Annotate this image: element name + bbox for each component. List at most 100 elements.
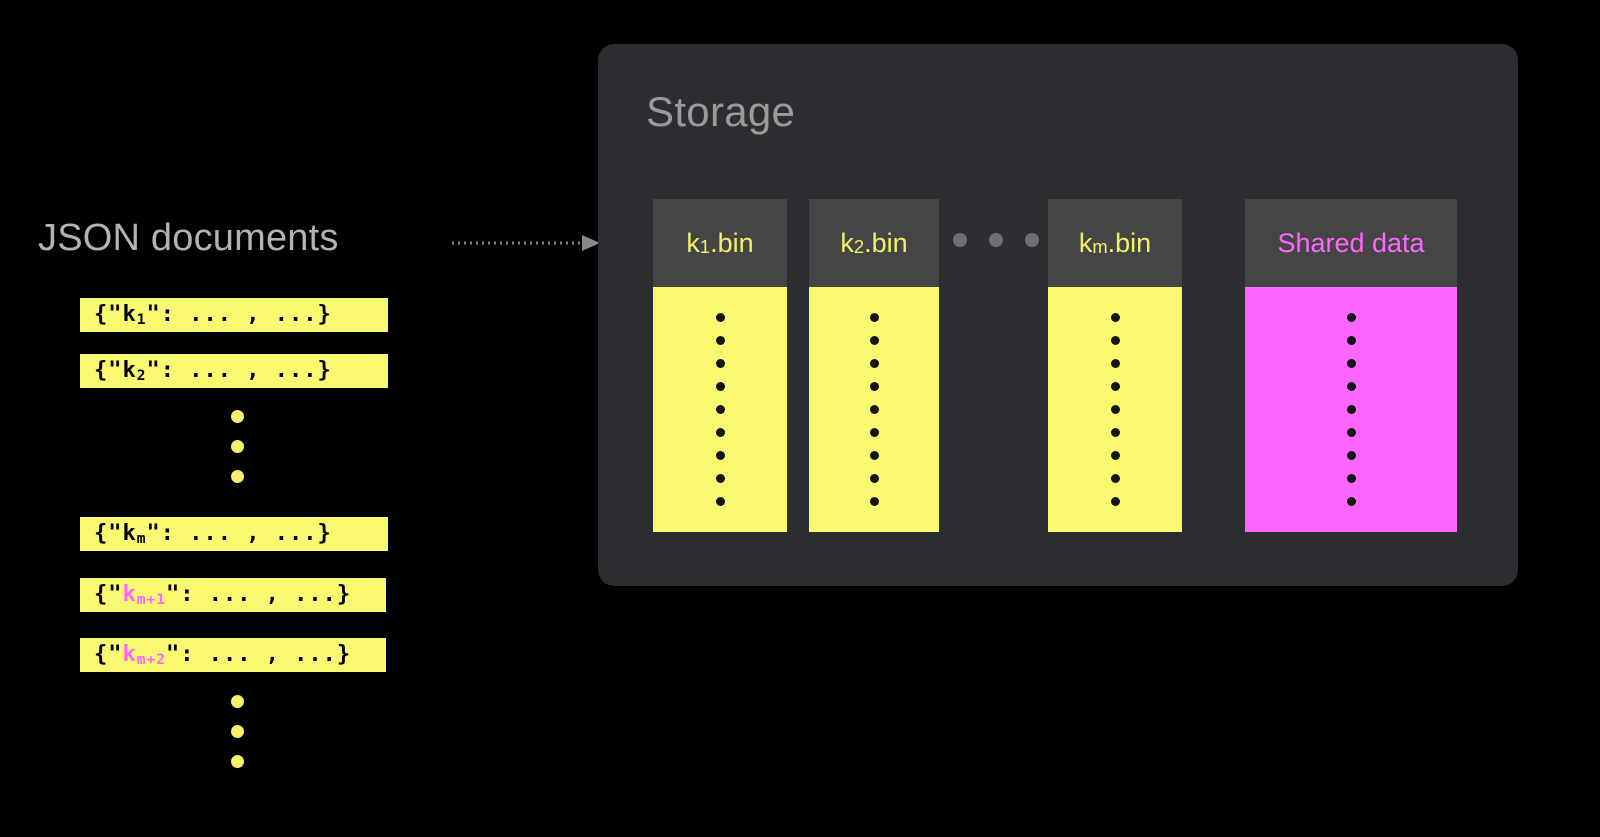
bin-content-dot [1110, 313, 1120, 322]
bin-content-dot [1110, 336, 1120, 345]
bin-content-dot [1110, 382, 1120, 391]
bin-label-key: k [686, 227, 700, 258]
doc-value-ellipsis: ": ... , ...} [165, 642, 352, 667]
doc-key-subscript: 2 [136, 368, 147, 385]
json-document-bar: {"km": ... , ...} [80, 517, 388, 551]
doc-value-ellipsis: ": ... , ...} [165, 582, 352, 607]
bin-content-dot [1346, 359, 1356, 368]
doc-value-ellipsis: ": ... , ...} [146, 302, 332, 327]
json-documents-label: JSON documents [38, 217, 339, 259]
bin-content-dot [715, 497, 725, 506]
bin-label-key: k [840, 227, 854, 258]
bin-content-dot [1346, 382, 1356, 391]
bin-content-dot [869, 428, 879, 437]
bin-content-dot [869, 382, 879, 391]
doc-value-ellipsis: ": ... , ...} [146, 358, 332, 383]
bin-label-extension: .bin [710, 227, 754, 258]
bin-content-dot [1110, 405, 1120, 414]
bin-label-extension: .bin [1107, 227, 1152, 258]
bins-ellipsis-dots [953, 233, 1039, 247]
bin-content-dot [715, 474, 725, 483]
bin-content-dot [715, 336, 725, 345]
bin-content-dot [1110, 359, 1120, 368]
bin-content-dot [1346, 474, 1356, 483]
storage-bin-body [809, 287, 939, 532]
bin-content-dot [715, 382, 725, 391]
doc-brace-open: {" [94, 302, 123, 327]
bin-content-dot [715, 451, 725, 460]
documents-ellipsis-dots [231, 695, 244, 768]
bin-content-dot [1346, 428, 1356, 437]
bin-content-dot [1346, 497, 1356, 506]
documents-ellipsis-dots [231, 410, 244, 483]
storage-bin-body [1245, 287, 1457, 532]
doc-brace-open: {" [94, 642, 123, 667]
bin-content-dot [715, 359, 725, 368]
doc-brace-open: {" [94, 582, 123, 607]
bin-content-dot [715, 405, 725, 414]
bin-content-dot [869, 474, 879, 483]
bin-content-dot [1110, 474, 1120, 483]
ellipsis-dot [231, 440, 244, 453]
doc-key: k [122, 521, 137, 546]
doc-key: k [122, 358, 137, 383]
storage-bin-header: Shared data [1245, 199, 1457, 287]
bin-content-dot [869, 313, 879, 322]
doc-key-subscript: m+1 [136, 592, 166, 609]
bin-label-key: k [1078, 227, 1093, 258]
storage-bin[interactable]: Shared data [1245, 199, 1457, 532]
bin-label-subscript: 2 [853, 235, 865, 257]
bin-label-subscript: 1 [699, 235, 711, 257]
doc-brace-open: {" [94, 521, 123, 546]
json-document-bar: {"k2": ... , ...} [80, 354, 388, 388]
ellipsis-dot [231, 695, 244, 708]
bin-content-dot [869, 336, 879, 345]
json-document-bar: {"k1": ... , ...} [80, 298, 388, 332]
bin-content-dot [869, 405, 879, 414]
doc-value-ellipsis: ": ... , ...} [146, 521, 332, 546]
bin-content-dot [1110, 428, 1120, 437]
bin-content-dot [1346, 336, 1356, 345]
bins-ellipsis-dot [1025, 233, 1039, 247]
bin-content-dot [1346, 405, 1356, 414]
doc-key-subscript: 1 [136, 312, 147, 329]
bins-ellipsis-dot [989, 233, 1003, 247]
bin-content-dot [1110, 497, 1120, 506]
bin-content-dot [1110, 451, 1120, 460]
bin-content-dot [869, 497, 879, 506]
bin-content-dot [715, 313, 725, 322]
json-document-bar: {"km+1": ... , ...} [80, 578, 386, 612]
bins-ellipsis-dot [953, 233, 967, 247]
storage-title: Storage [646, 88, 796, 135]
doc-key: k [122, 642, 137, 667]
doc-key: k [122, 582, 137, 607]
doc-brace-open: {" [94, 358, 123, 383]
storage-bin-body [653, 287, 787, 532]
ellipsis-dot [231, 755, 244, 768]
bin-content-dot [869, 359, 879, 368]
dotted-flow-arrow [452, 235, 600, 251]
doc-key-subscript: m+2 [136, 652, 166, 669]
bin-content-dot [715, 428, 725, 437]
bin-label-subscript: m [1092, 235, 1108, 257]
ellipsis-dot [231, 725, 244, 738]
bin-label-extension: .bin [864, 227, 908, 258]
json-document-bar: {"km+2": ... , ...} [80, 638, 386, 672]
bin-content-dot [869, 451, 879, 460]
bin-label-text: Shared data [1277, 227, 1425, 258]
ellipsis-dot [231, 410, 244, 423]
storage-bin-body [1048, 287, 1182, 532]
ellipsis-dot [231, 470, 244, 483]
doc-key: k [122, 302, 137, 327]
bin-content-dot [1346, 313, 1356, 322]
bin-content-dot [1346, 451, 1356, 460]
doc-key-subscript: m [136, 531, 147, 548]
